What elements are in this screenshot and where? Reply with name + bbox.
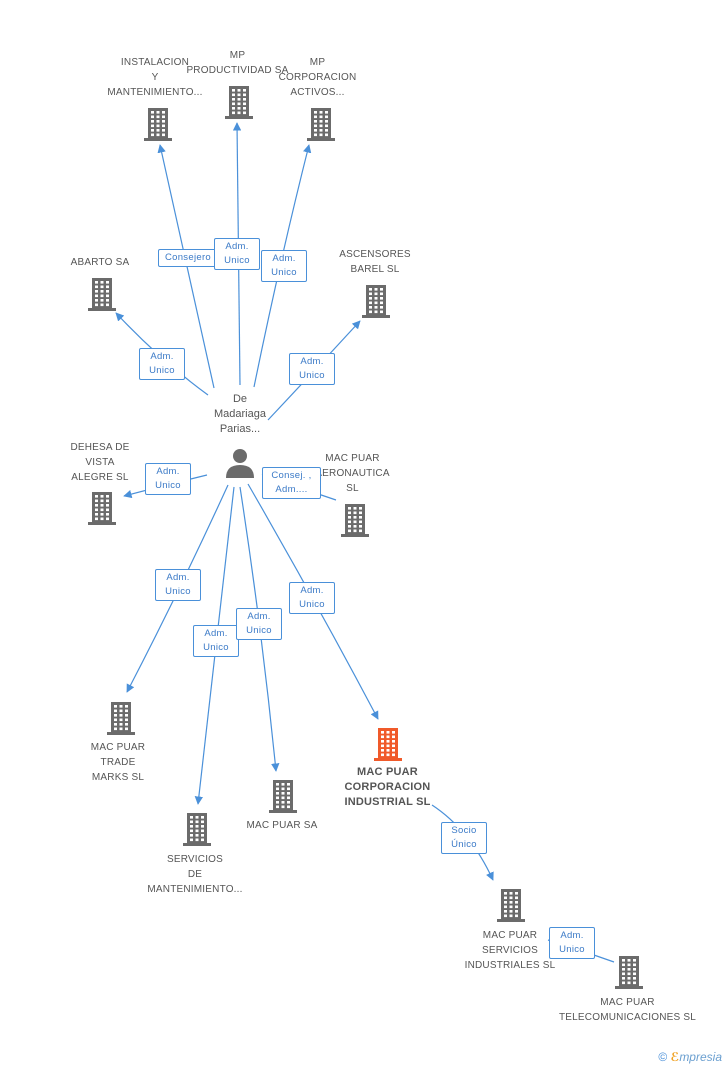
brand-name: mpresia [679, 1050, 722, 1064]
relation-badge: Adm.Unico [261, 250, 307, 282]
building-icon[interactable] [87, 276, 117, 312]
relation-badge: Adm.Unico [236, 608, 282, 640]
building-icon[interactable] [614, 954, 644, 990]
relation-badge: Adm.Unico [145, 463, 191, 495]
building-icon[interactable] [268, 778, 298, 814]
building-icon[interactable] [496, 887, 526, 923]
person-node[interactable] [220, 445, 260, 479]
building-icon[interactable] [106, 700, 136, 736]
building-icon[interactable] [373, 726, 403, 762]
relation-badge: Adm.Unico [214, 238, 260, 270]
brand-footer: © ℰmpresia [658, 1050, 722, 1064]
building-icon[interactable] [143, 106, 173, 142]
company-label-abarto[interactable]: ABARTO SA [70, 257, 130, 268]
building-icon[interactable] [224, 84, 254, 120]
relation-badge: Consejero [158, 249, 218, 267]
relation-badge: Adm.Unico [549, 927, 595, 959]
relation-badge: Adm.Unico [289, 353, 335, 385]
relation-badge: Consej. ,Adm.... [262, 467, 321, 499]
person-icon [226, 449, 254, 478]
copyright-icon: © [658, 1050, 668, 1064]
building-icon[interactable] [361, 283, 391, 319]
relation-badge: Adm.Unico [193, 625, 239, 657]
building-icon[interactable] [340, 502, 370, 538]
relation-badge: Adm.Unico [289, 582, 335, 614]
building-icon[interactable] [306, 106, 336, 142]
brand-logo-mark: ℰ [670, 1050, 680, 1064]
building-icon[interactable] [87, 490, 117, 526]
relation-badge: Adm.Unico [139, 348, 185, 380]
relation-badge: Adm.Unico [155, 569, 201, 601]
edge-instalacion [157, 144, 215, 389]
company-label-mac-puar-sa[interactable]: MAC PUAR SA [246, 820, 318, 831]
building-icon[interactable] [182, 811, 212, 847]
